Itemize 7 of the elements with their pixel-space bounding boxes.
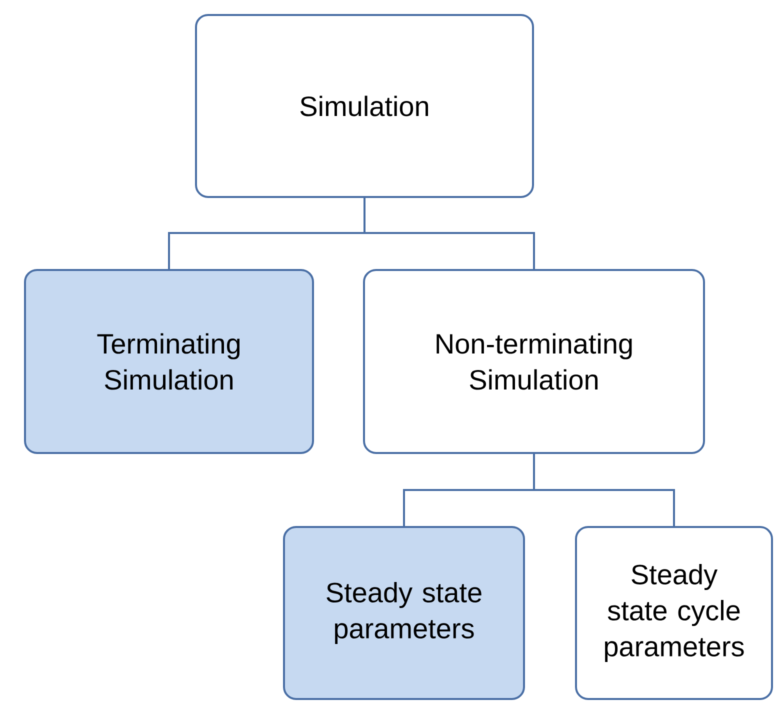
process-box: Non-terminating Simulation [363,269,705,454]
process-box: Steady state parameters [283,526,525,700]
process-box: Terminating Simulation [24,269,314,454]
process-box: Simulation [195,14,534,198]
connector-line [364,198,535,269]
process-box: Steady state cycle parameters [575,526,773,700]
connector-line [533,454,675,526]
